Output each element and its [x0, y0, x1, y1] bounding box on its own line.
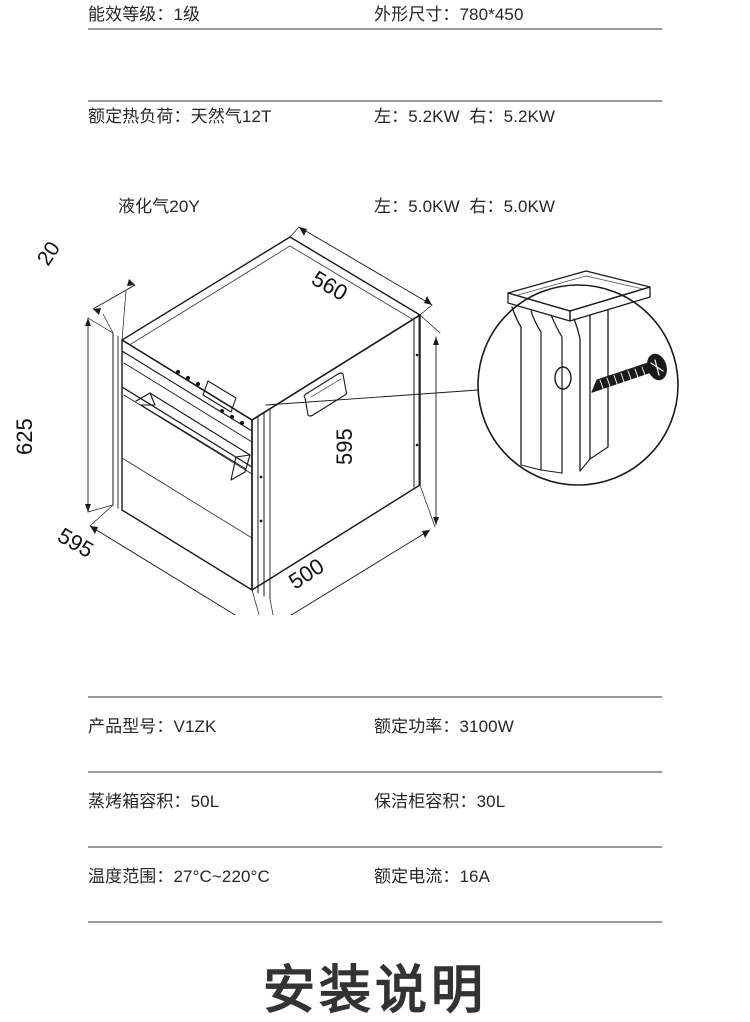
row-divider	[88, 28, 662, 30]
dim-line-595-width	[89, 525, 237, 615]
control-dot	[195, 381, 201, 387]
detail-circle	[477, 284, 679, 486]
table-row: 能效等级：1级 外形尺寸：780*450	[88, 0, 662, 28]
spec-sterilizer-capacity: 保洁柜容积：30L	[374, 792, 506, 811]
spec-rated-current: 额定电流：16A	[374, 867, 491, 886]
spec-outer-size: 外形尺寸：780*450	[374, 5, 524, 24]
control-dot	[185, 375, 191, 381]
spec-heat-load-line1: 额定热负荷：天然气12T	[88, 107, 272, 126]
spec-temperature-range: 温度范围：27°C~220°C	[88, 867, 270, 886]
row-divider	[88, 100, 662, 102]
control-dot	[239, 420, 245, 426]
dim-label-595-height: 595	[332, 428, 357, 465]
spec-heat-load-value-line1: 左：5.2KW 右：5.2KW	[374, 107, 556, 126]
detail-top-cap	[507, 270, 651, 312]
table-row: 产品型号：V1ZK 额定功率：3100W	[88, 698, 662, 771]
spec-heat-load-value-line2: 左：5.0KW 右：5.0KW	[374, 197, 556, 216]
dim-label-20: 20	[33, 238, 65, 270]
row-divider	[88, 696, 662, 698]
detail-bracket-left	[511, 306, 522, 466]
dim-line-20	[92, 284, 136, 310]
top-spec-table: 能效等级：1级 外形尺寸：780*450 额定热负荷：天然气12T 液化气20Y…	[88, 0, 662, 216]
row-divider	[88, 771, 662, 773]
control-dot	[219, 408, 225, 414]
control-display	[202, 380, 237, 413]
spec-rated-power: 额定功率：3100W	[374, 717, 514, 736]
side-handle	[303, 372, 348, 417]
table-row: 额定热负荷：天然气12T 液化气20Y 左：5.2KW 右：5.2KW 左：5.…	[88, 30, 662, 216]
detail-screw-hole	[554, 366, 572, 390]
oven-dimension-drawing: 560 20 625 595 500 595	[12, 226, 679, 615]
table-row: 温度范围：27°C~220°C 额定电流：16A	[88, 848, 662, 921]
oven-top-face	[121, 236, 421, 421]
detail-leader-line	[265, 389, 479, 406]
table-row: 蒸烤箱容积：50L 保洁柜容积：30L	[88, 773, 662, 846]
detail-screw	[591, 353, 667, 393]
dim-label-625: 625	[12, 418, 37, 455]
dim-line-500	[290, 529, 431, 615]
row-divider	[88, 921, 662, 923]
dim-label-595-width: 595	[54, 523, 98, 563]
dim-label-560: 560	[308, 266, 352, 306]
dim-line-560	[298, 226, 433, 306]
section-heading-installation: 安装说明	[262, 961, 487, 1021]
spec-product-model: 产品型号：V1ZK	[88, 717, 217, 736]
spec-energy-grade: 能效等级：1级	[88, 5, 201, 24]
row-divider	[88, 846, 662, 848]
spec-heat-load-values: 左：5.2KW 右：5.2KW 左：5.0KW 右：5.0KW	[374, 42, 662, 282]
bottom-spec-table: 产品型号：V1ZK 额定功率：3100W 蒸烤箱容积：50L 保洁柜容积：30L…	[88, 696, 662, 923]
spec-heat-load-line2: 液化气20Y	[118, 197, 200, 216]
spec-steam-oven-capacity: 蒸烤箱容积：50L	[88, 792, 220, 811]
control-dot	[229, 414, 235, 420]
spec-heat-load: 额定热负荷：天然气12T 液化气20Y	[88, 42, 374, 282]
dim-label-500: 500	[284, 553, 328, 594]
control-dot	[175, 369, 181, 375]
